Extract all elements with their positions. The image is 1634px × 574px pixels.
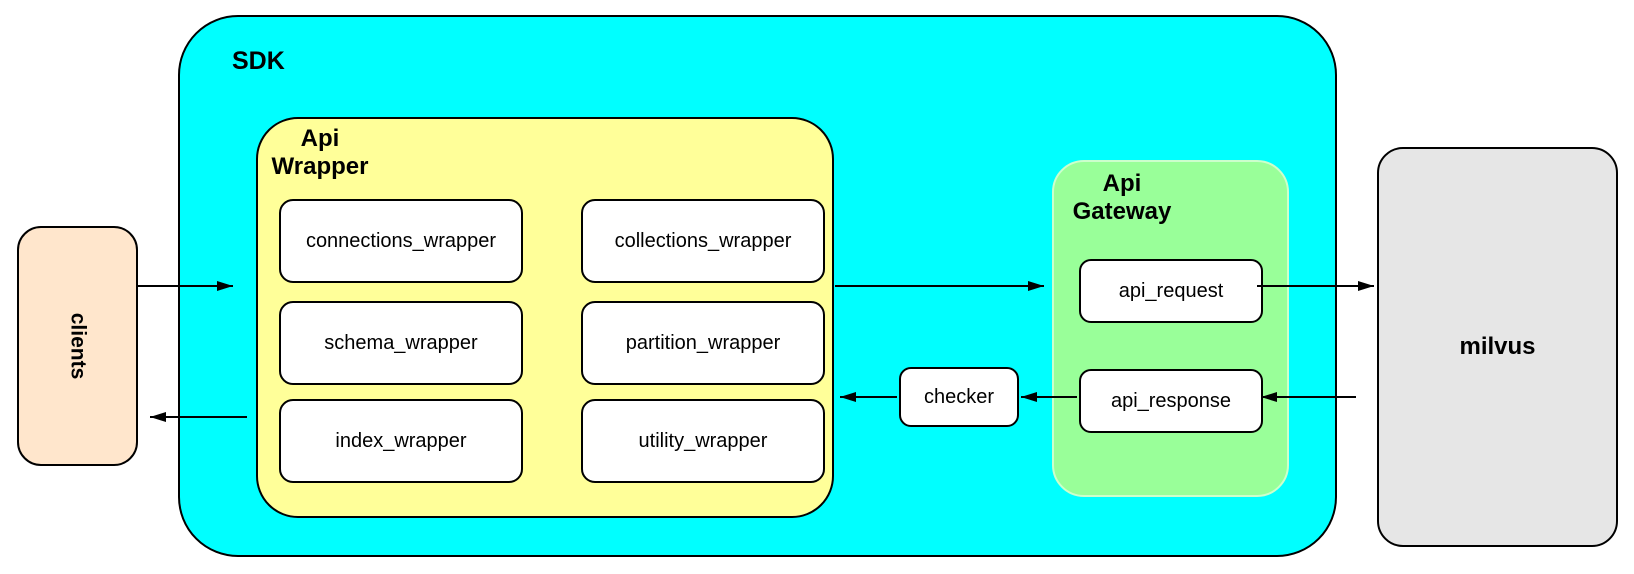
index-wrapper-label: index_wrapper	[335, 429, 467, 452]
api-response-label: api_response	[1110, 389, 1232, 412]
schema-wrapper-label: schema_wrapper	[324, 331, 478, 354]
partition-wrapper-label: partition_wrapper	[625, 331, 781, 354]
utility-wrapper-node: utility_wrapper	[581, 399, 825, 483]
api-gateway-container: Api Gateway api_request api_response	[1052, 160, 1289, 497]
collections-wrapper-node: collections_wrapper	[581, 199, 825, 283]
milvus-label: milvus	[1459, 333, 1536, 360]
utility-wrapper-label: utility_wrapper	[638, 429, 768, 452]
sdk-container: SDK Api Wrapper connections_wrapper coll…	[178, 15, 1337, 557]
partition-wrapper-node: partition_wrapper	[581, 301, 825, 385]
milvus-node: milvus	[1377, 147, 1618, 547]
api-request-label: api_request	[1118, 279, 1224, 302]
api-response-node: api_response	[1079, 369, 1263, 433]
connections-wrapper-node: connections_wrapper	[279, 199, 523, 283]
clients-label: clients	[66, 312, 90, 380]
api-wrapper-title: Api Wrapper	[271, 125, 369, 180]
collections-wrapper-label: collections_wrapper	[614, 229, 792, 252]
checker-node: checker	[899, 367, 1019, 427]
api-wrapper-container: Api Wrapper connections_wrapper collecti…	[256, 117, 834, 518]
clients-node: clients	[17, 226, 138, 466]
sdk-title: SDK	[232, 47, 285, 75]
index-wrapper-node: index_wrapper	[279, 399, 523, 483]
api-gateway-title: Api Gateway	[1072, 170, 1172, 225]
connections-wrapper-label: connections_wrapper	[305, 229, 497, 252]
schema-wrapper-node: schema_wrapper	[279, 301, 523, 385]
checker-label: checker	[923, 385, 995, 408]
api-request-node: api_request	[1079, 259, 1263, 323]
